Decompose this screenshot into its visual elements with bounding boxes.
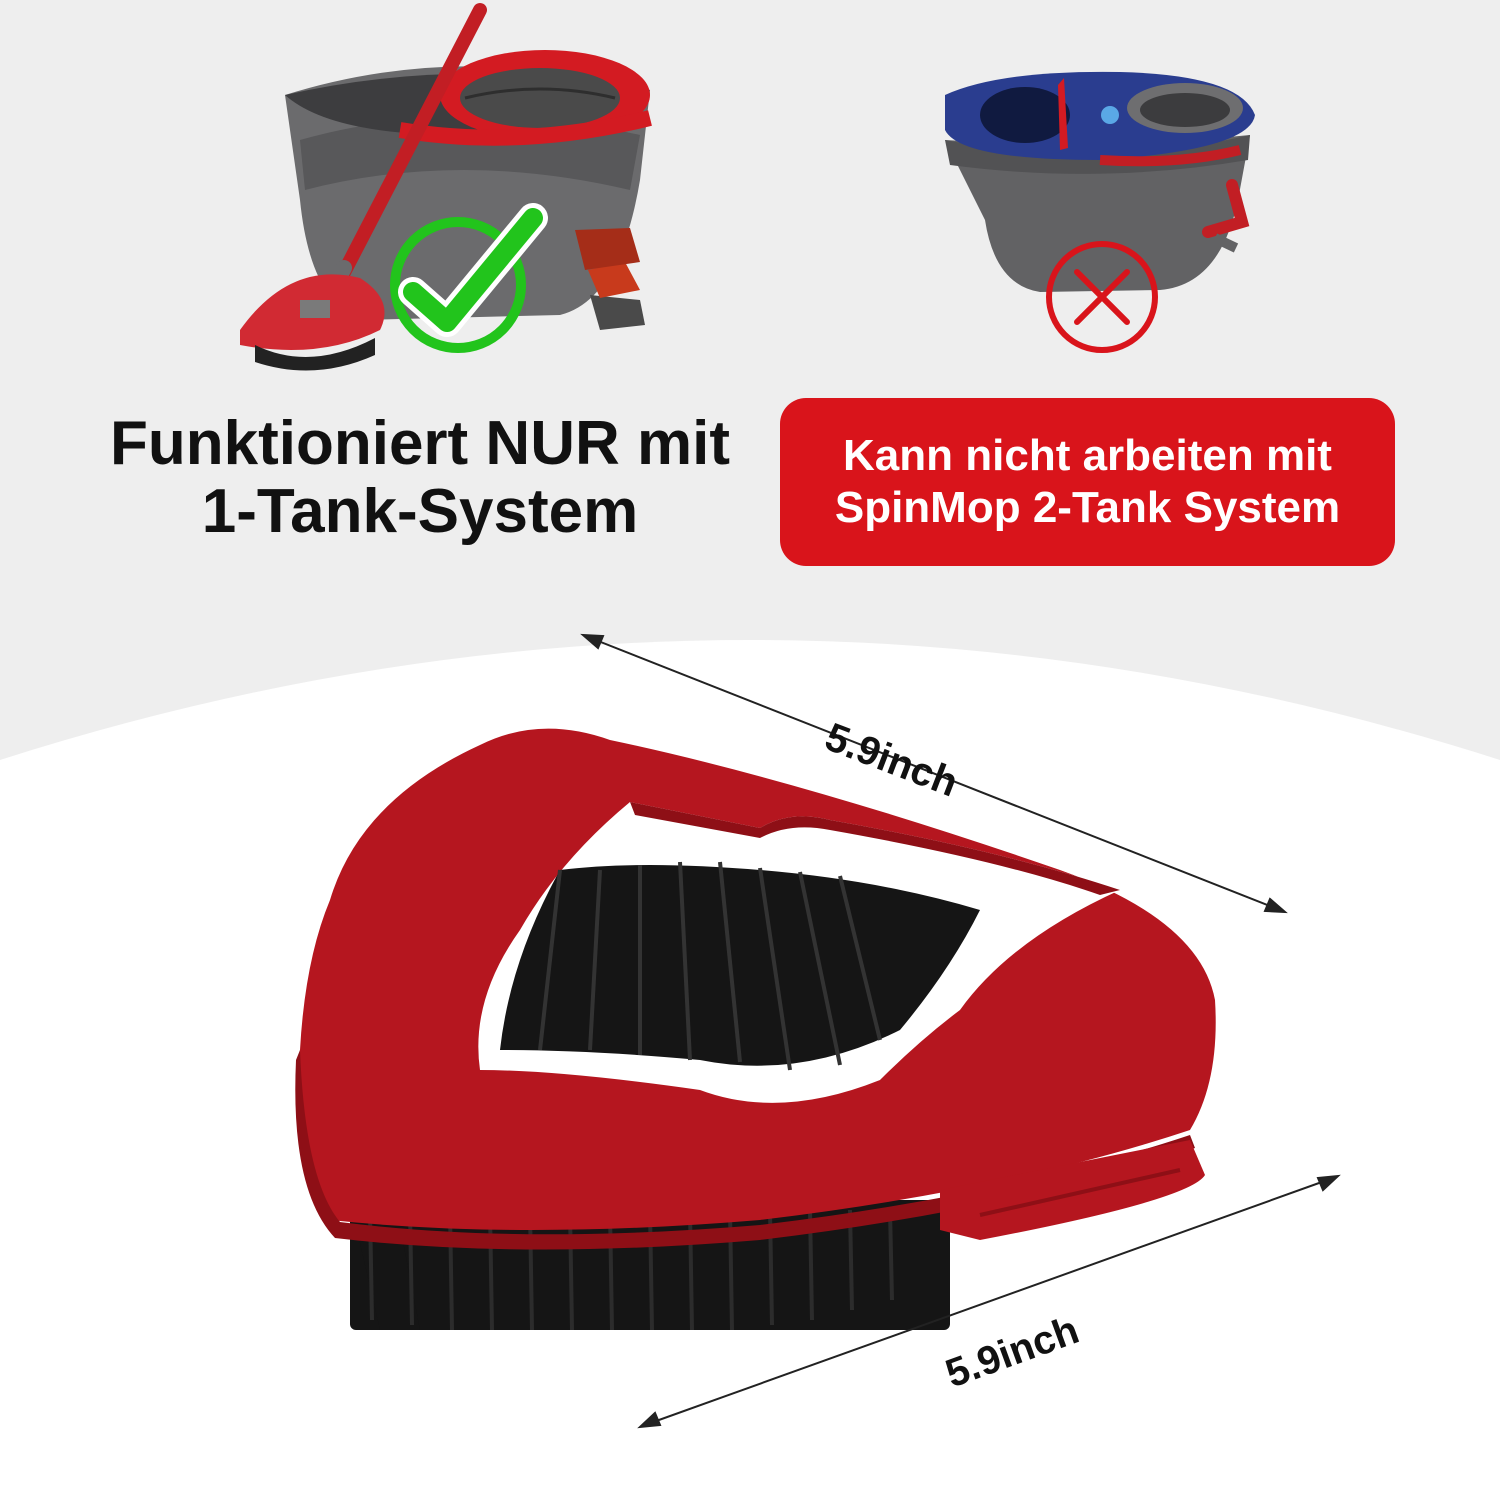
- green-check-icon: [390, 203, 548, 353]
- top-background: [0, 0, 1500, 760]
- dimension-arrow-bottom: [637, 1174, 1341, 1429]
- dimension-arrow-top: [580, 633, 1288, 914]
- incompatible-caption-line2: SpinMop 2-Tank System: [834, 483, 1341, 532]
- compatible-caption: Funktioniert NUR mit 1-Tank-System: [40, 410, 800, 546]
- incompatible-caption-box: Kann nicht arbeiten mit SpinMop 2-Tank S…: [780, 398, 1395, 566]
- one-tank-bucket-image: [240, 3, 652, 371]
- red-cross-icon: [1046, 241, 1158, 353]
- incompatible-caption-line1: Kann nicht arbeiten mit: [843, 431, 1332, 480]
- brush-product-image: [295, 728, 1216, 1331]
- compatible-caption-line1: Funktioniert NUR mit: [110, 409, 730, 478]
- two-tank-bucket-image: [945, 71, 1255, 292]
- compatible-caption-line2: 1-Tank-System: [201, 477, 639, 546]
